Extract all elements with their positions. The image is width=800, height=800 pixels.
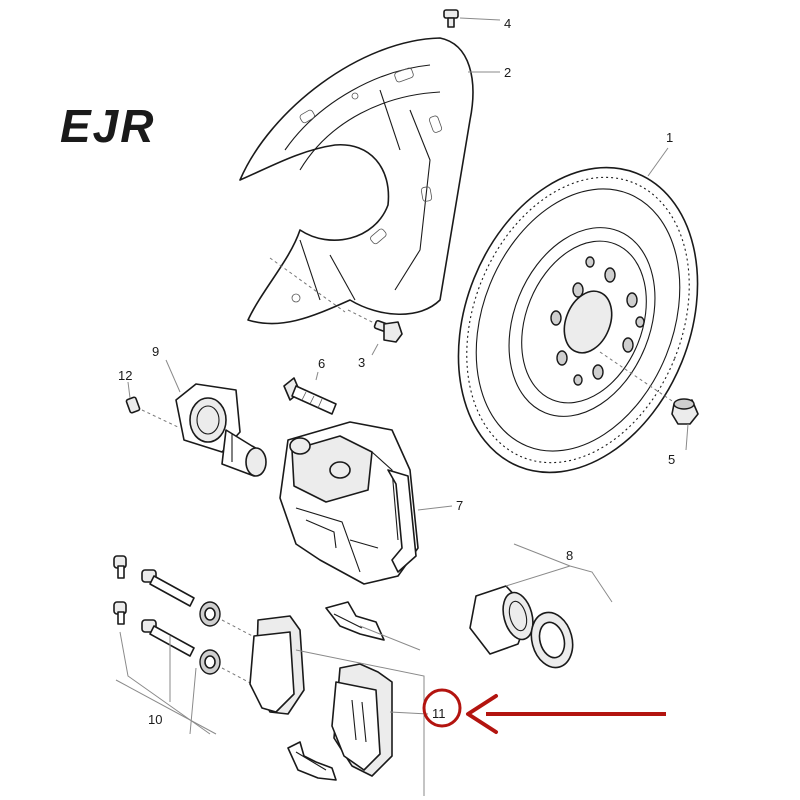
callout-6: 6 bbox=[318, 356, 325, 371]
callout-leaders bbox=[115, 17, 689, 796]
shield-screw bbox=[443, 9, 459, 28]
brand-logo-text: EJR bbox=[60, 100, 155, 152]
brake-pad-set bbox=[249, 601, 393, 781]
callout-11-highlight bbox=[422, 688, 666, 734]
caliper-bolt bbox=[283, 377, 337, 415]
callout-5: 5 bbox=[668, 452, 675, 467]
callout-10: 10 bbox=[148, 712, 162, 727]
highlight-arrow-head bbox=[466, 694, 498, 734]
guide-bushing bbox=[469, 585, 534, 655]
brake-caliper bbox=[279, 421, 419, 585]
callout-2: 2 bbox=[504, 65, 511, 80]
guide-seal bbox=[530, 611, 574, 669]
callout-7: 7 bbox=[456, 498, 463, 513]
callout-12: 12 bbox=[118, 368, 132, 383]
guide-pin-set bbox=[113, 555, 261, 687]
callout-3: 3 bbox=[358, 355, 365, 370]
callout-11: 11 bbox=[432, 706, 446, 721]
dust-shield bbox=[239, 37, 474, 325]
disc-retaining-screw bbox=[671, 398, 699, 425]
brand-logo: EJR bbox=[60, 100, 155, 152]
bleed-screw bbox=[125, 396, 181, 429]
callout-4: 4 bbox=[504, 16, 511, 31]
brake-disc bbox=[457, 166, 699, 474]
shield-bolt bbox=[347, 309, 403, 343]
callout-9: 9 bbox=[152, 344, 159, 359]
callout-1: 1 bbox=[666, 130, 673, 145]
highlight-circle bbox=[422, 688, 462, 728]
parking-brake-actuator bbox=[175, 383, 267, 477]
callout-8: 8 bbox=[566, 548, 573, 563]
callout-numbers: 1 2 3 4 5 6 7 8 9 10 11 12 bbox=[118, 16, 675, 727]
